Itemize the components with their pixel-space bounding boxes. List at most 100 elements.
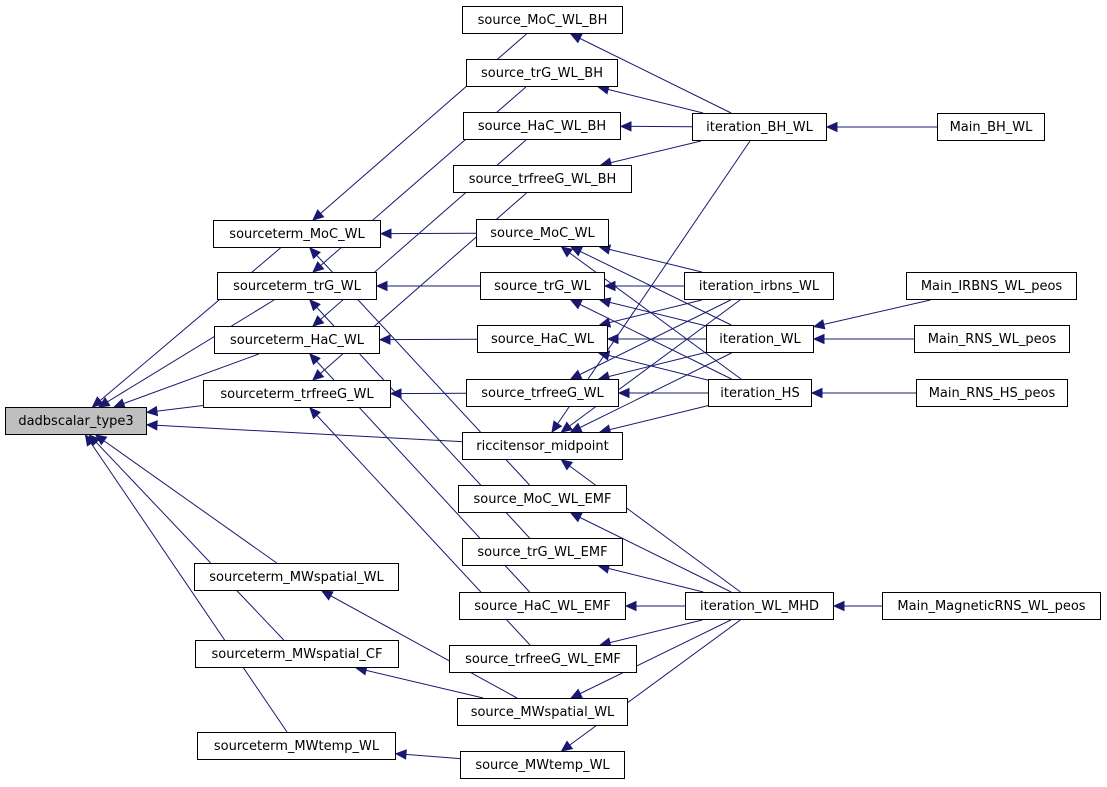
arrowhead-iteration_BH_WL-to-source_HaC_WL_BH — [619, 121, 632, 132]
edge-sourceterm_MWspatial_CF-to-dadbscalar_type3 — [88, 434, 285, 641]
arrowhead-source_trG_WL-to-sourceterm_trG_WL — [375, 280, 388, 292]
edge-iteration_HS-to-source_MoC_WL — [561, 246, 742, 380]
arrowhead-source_trfreeG_WL-to-sourceterm_trfreeG_WL — [389, 388, 402, 399]
arrowhead-iteration_BH_WL-to-source_MoC_WL_BH — [569, 33, 583, 44]
edge-iteration_WL_MHD-to-source_trG_WL_EMF — [598, 565, 704, 593]
arrowhead-iteration_HS-to-source_trG_WL — [569, 299, 583, 310]
arrowhead-sourceterm_trG_WL-to-dadbscalar_type3 — [97, 397, 111, 408]
arrowhead-Main_RNS_HS_peos-to-iteration_HS — [810, 387, 823, 399]
edge-source_MWspatial_WL-to-sourceterm_MWspatial_WL — [321, 590, 518, 699]
node-source-mwtemp-wl[interactable]: source_MWtemp_WL — [460, 751, 625, 779]
node-source-moc-wl-emf[interactable]: source_MoC_WL_EMF — [458, 485, 627, 513]
arrowhead-source_MoC_WL_EMF-to-sourceterm_MoC_WL — [309, 247, 321, 260]
node-sourceterm-trg-wl[interactable]: sourceterm_trG_WL — [217, 272, 377, 300]
edge-riccitensor_midpoint-to-dadbscalar_type3 — [146, 424, 463, 443]
node-main-irbns-wl-peos[interactable]: Main_IRBNS_WL_peos — [906, 272, 1077, 300]
node-sourceterm-mwspatial-wl[interactable]: sourceterm_MWspatial_WL — [194, 563, 399, 591]
edge-iteration_WL-to-source_MoC_WL — [571, 246, 732, 326]
arrowhead-source_MWspatial_WL-to-sourceterm_MWspatial_WL — [320, 590, 334, 601]
node-sourceterm-mwspatial-cf[interactable]: sourceterm_MWspatial_CF — [195, 640, 399, 668]
arrowhead-iteration_irbns_WL-to-source_trfreeG_WL — [569, 369, 583, 380]
arrowhead-source_HaC_WL_EMF-to-sourceterm_HaC_WL — [309, 353, 321, 366]
edge-iteration_WL_MHD-to-riccitensor_midpoint — [561, 459, 741, 593]
arrowhead-Main_MagneticRNS_WL_peos-to-iteration_WL_MHD — [832, 600, 845, 612]
node-iteration-wl-mhd[interactable]: iteration_WL_MHD — [685, 592, 834, 620]
edge-sourceterm_HaC_WL-to-dadbscalar_type3 — [114, 353, 259, 408]
edge-sourceterm_MWspatial_WL-to-dadbscalar_type3 — [95, 434, 278, 564]
arrowhead-source_trfreeG_WL_BH-to-sourceterm_trfreeG_WL — [312, 369, 325, 381]
edge-iteration_BH_WL-to-source_MoC_WL_BH — [570, 33, 732, 114]
edge-iteration_WL-to-source_trfreeG_WL — [598, 351, 707, 380]
edge-iteration_WL_MHD-to-source_trfreeG_WL_EMF — [600, 619, 703, 646]
node-sourceterm-moc-wl[interactable]: sourceterm_MoC_WL — [213, 220, 381, 248]
arrowhead-source_MoC_WL_BH-to-sourceterm_MoC_WL — [312, 209, 325, 221]
arrowhead-source_MoC_WL-to-sourceterm_MoC_WL — [379, 228, 392, 239]
node-source-mwspatial-wl[interactable]: source_MWspatial_WL — [457, 698, 628, 726]
edge-sourceterm_trG_WL-to-dadbscalar_type3 — [98, 299, 275, 408]
edge-iteration_HS-to-source_trG_WL — [570, 299, 732, 380]
node-iteration-irbns-wl[interactable]: iteration_irbns_WL — [684, 272, 834, 300]
node-source-trfreeg-wl-emf[interactable]: source_trfreeG_WL_EMF — [449, 645, 637, 673]
edge-iteration_WL_MHD-to-source_MoC_WL_EMF — [570, 512, 732, 593]
arrowhead-iteration_irbns_WL-to-riccitensor_midpoint — [560, 421, 574, 433]
arrowhead-iteration_WL_MHD-to-riccitensor_midpoint — [560, 459, 574, 471]
node-main-magneticrns-wl-peos[interactable]: Main_MagneticRNS_WL_peos — [882, 592, 1101, 620]
arrowhead-Main_BH_WL-to-iteration_BH_WL — [825, 121, 838, 133]
edge-iteration_irbns_WL-to-source_MoC_WL — [599, 246, 702, 273]
node-source-hac-wl-emf[interactable]: source_HaC_WL_EMF — [459, 592, 626, 620]
node-sourceterm-trfreeg-wl[interactable]: sourceterm_trfreeG_WL — [203, 380, 391, 408]
node-dadbscalar-type3: dadbscalar_type3 — [5, 407, 147, 435]
arrowhead-iteration_WL_MHD-to-source_HaC_WL_EMF — [624, 600, 637, 612]
edge-iteration_WL_MHD-to-source_MWtemp_WL — [561, 619, 741, 752]
edge-source_MWtemp_WL-to-sourceterm_MWtemp_WL — [395, 753, 461, 760]
arrowhead-source_HaC_WL_BH-to-sourceterm_HaC_WL — [312, 315, 325, 327]
node-main-rns-wl-peos[interactable]: Main_RNS_WL_peos — [914, 325, 1070, 353]
arrowhead-iteration_WL-to-riccitensor_midpoint — [569, 422, 583, 433]
arrowhead-riccitensor_midpoint-to-dadbscalar_type3 — [145, 420, 158, 431]
edge-sourceterm_MWtemp_WL-to-dadbscalar_type3 — [85, 434, 288, 733]
arrowhead-iteration_WL_MHD-to-source_MWspatial_WL — [570, 688, 583, 699]
node-source-trfreeg-wl[interactable]: source_trfreeG_WL — [466, 379, 619, 407]
edge-iteration_BH_WL-to-source_trG_WL_BH — [598, 86, 704, 114]
node-main-rns-hs-peos[interactable]: Main_RNS_HS_peos — [916, 379, 1068, 407]
node-source-moc-wl-bh[interactable]: source_MoC_WL_BH — [462, 6, 623, 34]
edge-iteration_WL_MHD-to-source_MWspatial_WL — [570, 619, 732, 699]
node-source-trg-wl[interactable]: source_trG_WL — [480, 272, 605, 300]
arrowhead-sourceterm_MWtemp_WL-to-dadbscalar_type3 — [84, 433, 96, 447]
node-sourceterm-mwtemp-wl[interactable]: sourceterm_MWtemp_WL — [197, 732, 396, 760]
node-source-hac-wl-bh[interactable]: source_HaC_WL_BH — [463, 112, 621, 140]
edge-iteration_HS-to-source_HaC_WL — [598, 352, 709, 381]
edge-source_MWspatial_WL-to-sourceterm_MWspatial_CF — [356, 667, 484, 699]
node-source-trg-wl-bh[interactable]: source_trG_WL_BH — [466, 59, 618, 87]
node-main-bh-wl[interactable]: Main_BH_WL — [937, 113, 1045, 141]
arrowhead-iteration_BH_WL-to-riccitensor_midpoint — [551, 420, 563, 434]
arrowhead-Main_IRBNS_WL_peos-to-iteration_WL — [812, 319, 826, 330]
arrowhead-source_trfreeG_WL_EMF-to-sourceterm_trfreeG_WL — [309, 407, 322, 420]
arrowhead-source_trG_WL_EMF-to-sourceterm_trG_WL — [309, 299, 321, 312]
arrowhead-source_MWtemp_WL-to-sourceterm_MWtemp_WL — [394, 749, 407, 760]
node-iteration-wl[interactable]: iteration_WL — [706, 325, 814, 353]
node-iteration-hs[interactable]: iteration_HS — [708, 379, 812, 407]
arrowhead-sourceterm_trfreeG_WL-to-dadbscalar_type3 — [145, 405, 159, 417]
arrowhead-source_HaC_WL-to-sourceterm_HaC_WL — [378, 334, 391, 345]
node-sourceterm-hac-wl[interactable]: sourceterm_HaC_WL — [214, 326, 380, 354]
edge-iteration_BH_WL-to-source_trfreeG_WL_BH — [600, 140, 702, 166]
arrowhead-iteration_HS-to-source_MoC_WL — [560, 246, 574, 258]
arrowhead-source_trG_WL_BH-to-sourceterm_trG_WL — [312, 261, 325, 273]
arrowhead-iteration_WL-to-source_MoC_WL — [570, 246, 583, 257]
node-source-trfreeg-wl-bh[interactable]: source_trfreeG_WL_BH — [453, 165, 632, 193]
arrowhead-iteration_WL-to-source_HaC_WL — [606, 333, 619, 345]
node-source-moc-wl[interactable]: source_MoC_WL — [476, 219, 609, 247]
edge-Main_IRBNS_WL_peos-to-iteration_WL — [813, 299, 931, 328]
edge-iteration_WL-to-source_trG_WL — [599, 299, 707, 327]
arrowhead-iteration_HS-to-source_trfreeG_WL — [617, 387, 630, 399]
node-riccitensor-midpoint[interactable]: riccitensor_midpoint — [462, 432, 623, 460]
arrowhead-Main_RNS_WL_peos-to-iteration_WL — [812, 333, 825, 345]
node-iteration-bh-wl[interactable]: iteration_BH_WL — [692, 113, 827, 141]
node-source-trg-wl-emf[interactable]: source_trG_WL_EMF — [462, 538, 623, 566]
edge-iteration_HS-to-riccitensor_midpoint — [599, 405, 709, 433]
arrowhead-iteration_WL_MHD-to-source_MoC_WL_EMF — [569, 512, 583, 523]
node-source-hac-wl[interactable]: source_HaC_WL — [477, 325, 608, 353]
arrowhead-iteration_WL-to-source_trG_WL — [598, 297, 612, 308]
